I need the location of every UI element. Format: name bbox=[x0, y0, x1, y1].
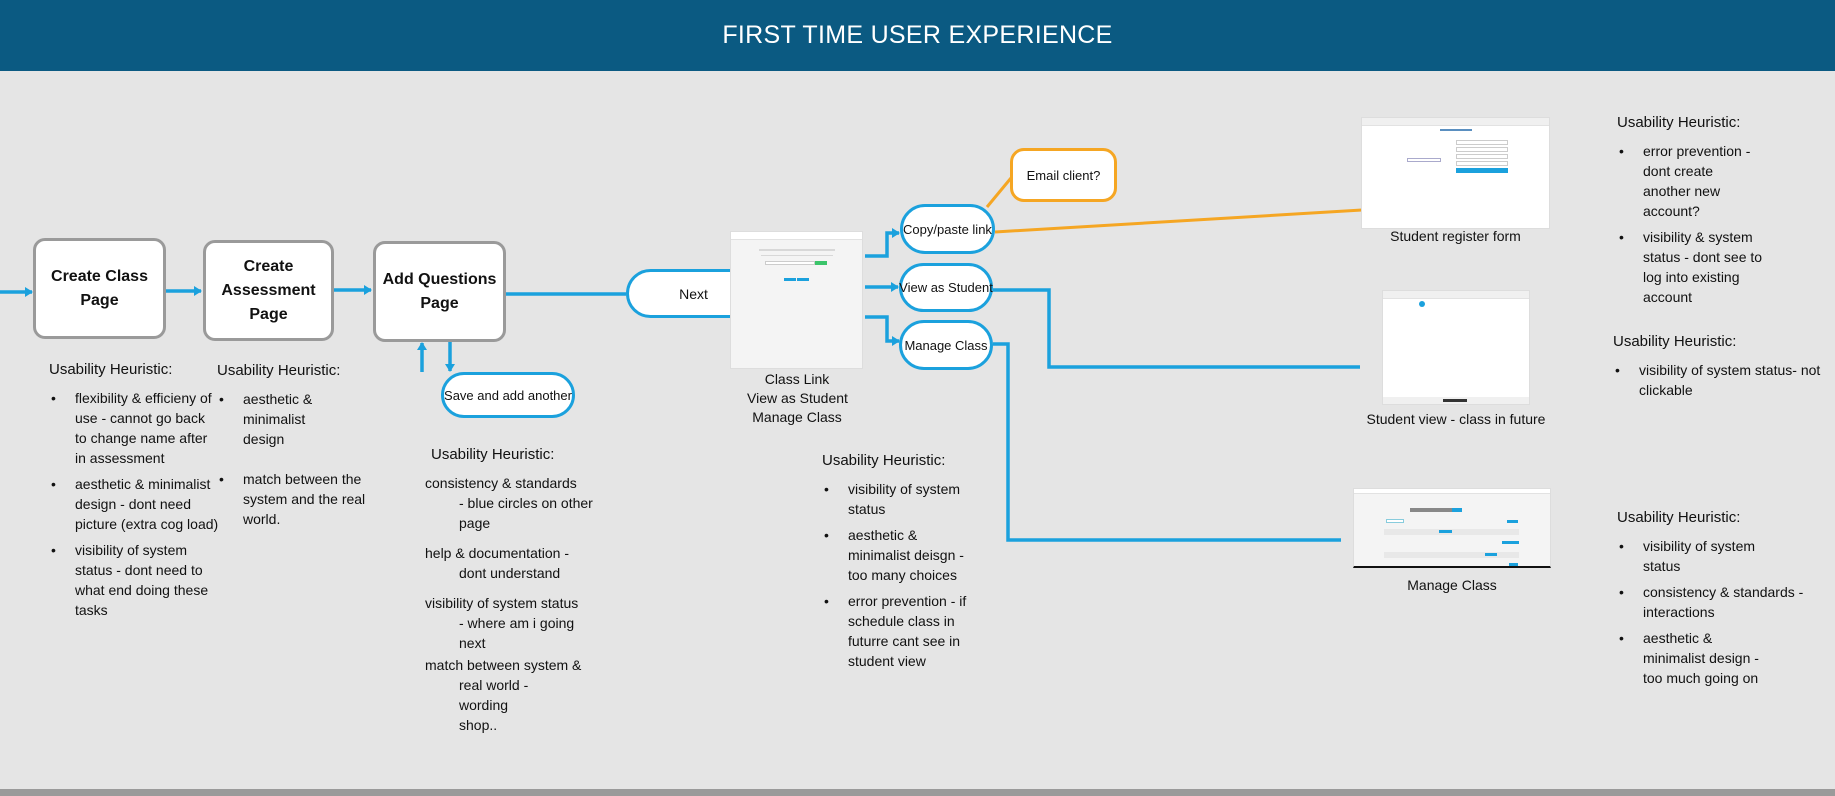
heuristic-item: visibility of system status- not clickab… bbox=[1613, 360, 1828, 400]
heuristic-item: aesthetic & minimalist deisgn - too many… bbox=[822, 525, 982, 585]
register-heuristics: Usability Heuristic: error prevention - … bbox=[1617, 113, 1777, 313]
email-client-note: Email client? bbox=[1010, 148, 1117, 202]
line-copy-to-email bbox=[985, 177, 1013, 208]
register-caption: Student register form bbox=[1390, 228, 1521, 244]
heuristic-item: visibility of system status - dont need … bbox=[49, 540, 219, 620]
heuristic-item: visibility of system status bbox=[822, 479, 982, 519]
heuristic-item: match between the system and the real wo… bbox=[217, 469, 377, 529]
arrow-to-copy-link bbox=[865, 228, 900, 258]
heuristic-item: flexibility & efficieny of use - cannot … bbox=[49, 388, 219, 468]
manage-class-caption: Manage Class bbox=[1407, 577, 1497, 593]
page-title: FIRST TIME USER EXPERIENCE bbox=[0, 0, 1835, 71]
node-label: Page bbox=[420, 294, 459, 312]
heuristic-item: match between system & bbox=[425, 657, 582, 673]
heuristic-item: consistency & standards bbox=[425, 475, 577, 491]
heuristic-item: aesthetic & minimalist design bbox=[217, 389, 337, 449]
manage-class-heuristics: Usability Heuristic: visibility of syste… bbox=[1617, 508, 1817, 694]
student-view-screenshot bbox=[1382, 290, 1530, 405]
heuristic-item: aesthetic & minimalist design - dont nee… bbox=[49, 474, 219, 534]
heuristic-item: visibility & system status - dont see to… bbox=[1617, 227, 1767, 307]
heuristic-heading: Usability Heuristic: bbox=[822, 452, 946, 469]
heuristic-heading: Usability Heuristic: bbox=[1617, 509, 1741, 526]
heuristic-item: error prevention - dont create another n… bbox=[1617, 141, 1757, 221]
bottom-divider bbox=[0, 789, 1835, 796]
class-link-caption: Class Link View as Student Manage Class bbox=[747, 370, 848, 427]
node-label: Page bbox=[249, 305, 288, 323]
node-label: Assessment bbox=[221, 281, 316, 299]
create-class-heuristics: Usability Heuristic: flexibility & effic… bbox=[49, 360, 219, 626]
arrow-to-manage-class bbox=[865, 315, 900, 346]
caption-line: Manage Class bbox=[752, 409, 842, 425]
heuristic-item: help & documentation - bbox=[425, 545, 569, 561]
heuristic-heading: Usability Heuristic: bbox=[217, 362, 341, 379]
student-view-heuristics: Usability Heuristic: visibility of syste… bbox=[1613, 332, 1828, 406]
add-questions-heuristics: Usability Heuristic: consistency & stand… bbox=[425, 445, 600, 745]
heuristic-heading: Usability Heuristic: bbox=[431, 446, 555, 463]
student-register-screenshot bbox=[1361, 117, 1550, 229]
heuristic-heading: Usability Heuristic: bbox=[1613, 333, 1737, 350]
caption-line: View as Student bbox=[747, 390, 848, 406]
heuristic-detail: real world - wording shop.. bbox=[459, 677, 529, 733]
heuristic-item: error prevention - if schedule class in … bbox=[822, 591, 982, 671]
node-label: Add Questions bbox=[382, 270, 497, 288]
line-manage-class-to-screen bbox=[993, 342, 1341, 542]
node-label: Create bbox=[243, 257, 294, 275]
line-view-student-to-screen bbox=[993, 288, 1360, 369]
create-assessment-heuristics: Usability Heuristic: aesthetic & minimal… bbox=[217, 361, 377, 535]
heuristic-heading: Usability Heuristic: bbox=[49, 361, 173, 378]
class-link-screenshot bbox=[730, 231, 863, 369]
heuristic-detail: dont understand bbox=[459, 565, 561, 581]
manage-class-node: Manage Class bbox=[899, 320, 993, 370]
manage-class-screenshot bbox=[1353, 488, 1551, 568]
heuristic-item: consistency & standards - interactions bbox=[1617, 582, 1817, 622]
copy-paste-link-node: Copy/paste link bbox=[900, 204, 995, 254]
view-as-student-node: View as Student bbox=[899, 263, 993, 312]
heuristic-item: aesthetic & minimalist design - too much… bbox=[1617, 628, 1767, 688]
heuristic-detail: - where am i going next bbox=[459, 615, 575, 651]
node-label: Create Class bbox=[51, 267, 148, 285]
save-and-add-another-node: Save and add another bbox=[441, 372, 575, 418]
heuristic-item: visibility of system status bbox=[425, 595, 579, 611]
node-label: Page bbox=[80, 291, 119, 309]
student-view-caption: Student view - class in future bbox=[1366, 411, 1546, 427]
heuristic-heading: Usability Heuristic: bbox=[1617, 114, 1741, 131]
class-link-heuristics: Usability Heuristic: visibility of syste… bbox=[822, 451, 982, 677]
heuristic-detail: - blue circles on other page bbox=[459, 495, 593, 531]
heuristic-item: visibility of system status bbox=[1617, 536, 1767, 576]
caption-line: Class Link bbox=[764, 371, 830, 387]
line-copy-to-register bbox=[994, 208, 1363, 234]
